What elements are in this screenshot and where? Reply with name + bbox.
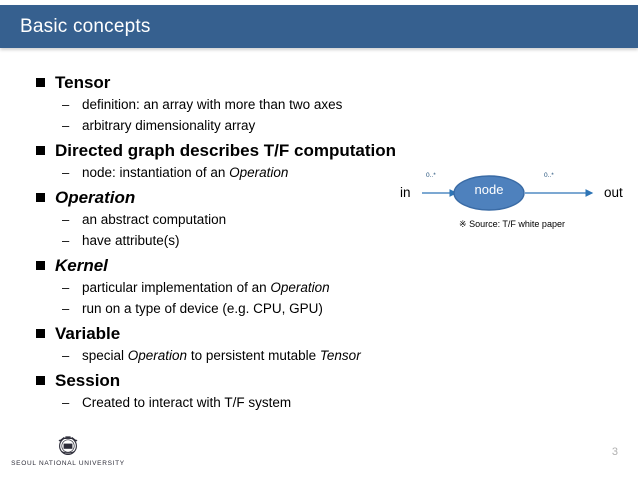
bullet-level1: Directed graph describes T/F computation bbox=[36, 140, 456, 162]
slide-title-bar: Basic concepts bbox=[0, 5, 638, 48]
dash-bullet-icon: – bbox=[62, 118, 70, 133]
diagram-in-label: in bbox=[400, 185, 411, 200]
bullet-level2: –node: instantiation of an Operation bbox=[62, 163, 456, 183]
square-bullet-icon bbox=[36, 78, 45, 87]
bullet-group: Variable –special Operation to persistent… bbox=[36, 323, 456, 366]
diagram-out-label: out bbox=[604, 185, 623, 200]
snu-crest-icon bbox=[58, 435, 78, 455]
university-logo: SEOUL NATIONAL UNIVERSITY bbox=[8, 428, 128, 472]
bullet-level2: –particular implementation of an Operati… bbox=[62, 278, 456, 298]
bullet-group: Kernel –particular implementation of an O… bbox=[36, 255, 456, 319]
multiplicity-out-label: 0..* bbox=[544, 172, 554, 179]
bullet-group: Session –Created to interact with T/F sys… bbox=[36, 370, 456, 413]
bullet-level1-label: Tensor bbox=[55, 73, 111, 92]
bullet-level2: –run on a type of device (e.g. CPU, GPU) bbox=[62, 299, 456, 319]
bullet-level2-label: have attribute(s) bbox=[82, 233, 180, 248]
page-title: Basic concepts bbox=[20, 15, 151, 37]
bullet-group: Directed graph describes T/F computation… bbox=[36, 140, 456, 183]
bullet-level2: –definition: an array with more than two… bbox=[62, 95, 456, 115]
bullet-level1: Operation bbox=[36, 187, 456, 209]
node-diagram: in out 0..* 0..* node bbox=[396, 168, 628, 240]
multiplicity-in-label: 0..* bbox=[426, 172, 436, 179]
diagram-source-caption: ※ Source: T/F white paper bbox=[459, 219, 565, 229]
square-bullet-icon bbox=[36, 376, 45, 385]
bullet-level2-label: definition: an array with more than two … bbox=[82, 97, 343, 112]
dash-bullet-icon: – bbox=[62, 212, 70, 227]
square-bullet-icon bbox=[36, 193, 45, 202]
square-bullet-icon bbox=[36, 261, 45, 270]
dash-bullet-icon: – bbox=[62, 348, 70, 363]
bullet-level1-label: Operation bbox=[55, 188, 136, 207]
bullet-level2-label: run on a type of device (e.g. CPU, GPU) bbox=[82, 301, 323, 316]
bullet-level1: Session bbox=[36, 370, 456, 392]
bullet-level2: –Created to interact with T/F system bbox=[62, 393, 456, 413]
bullet-level2-label: an abstract computation bbox=[82, 212, 227, 227]
diagram-graphics bbox=[422, 175, 594, 211]
dash-bullet-icon: – bbox=[62, 301, 70, 316]
bullet-level2-label: node: instantiation of an Operation bbox=[82, 165, 289, 180]
bullet-level2: –have attribute(s) bbox=[62, 231, 456, 251]
page-number: 3 bbox=[611, 446, 618, 458]
dash-bullet-icon: – bbox=[62, 395, 70, 410]
dash-bullet-icon: – bbox=[62, 233, 70, 248]
bullet-level1-label: Session bbox=[55, 371, 121, 390]
bullet-level1: Tensor bbox=[36, 72, 456, 94]
dash-bullet-icon: – bbox=[62, 97, 70, 112]
bullet-level2-label: arbitrary dimensionality array bbox=[82, 118, 256, 133]
bullet-level1-label: Directed graph describes T/F computation bbox=[55, 141, 397, 160]
bullet-level2: –arbitrary dimensionality array bbox=[62, 116, 456, 136]
slide-body: Tensor–definition: an array with more th… bbox=[36, 72, 456, 417]
bullet-level1: Kernel bbox=[36, 255, 456, 277]
node-ellipse bbox=[453, 175, 525, 211]
university-name: SEOUL NATIONAL UNIVERSITY bbox=[11, 459, 125, 467]
bullet-level2: –an abstract computation bbox=[62, 210, 456, 230]
dash-bullet-icon: – bbox=[62, 280, 70, 295]
bullet-level2: –special Operation to persistent mutable… bbox=[62, 346, 456, 366]
bullet-level2-label: Created to interact with T/F system bbox=[82, 395, 292, 410]
node-ellipse-label: node bbox=[474, 182, 504, 197]
dash-bullet-icon: – bbox=[62, 165, 70, 180]
bullet-group: Tensor –definition: an array with more th… bbox=[36, 72, 456, 136]
bullet-group: Operation–an abstract computation–have a… bbox=[36, 187, 456, 251]
square-bullet-icon bbox=[36, 146, 45, 155]
bullet-level1-label: Variable bbox=[55, 324, 121, 343]
bullet-level2-label: special Operation to persistent mutable … bbox=[82, 348, 361, 363]
bullet-level2-label: particular implementation of an Operatio… bbox=[82, 280, 330, 295]
bullet-level1-label: Kernel bbox=[55, 256, 108, 275]
bullet-level1: Variable bbox=[36, 323, 456, 345]
square-bullet-icon bbox=[36, 329, 45, 338]
